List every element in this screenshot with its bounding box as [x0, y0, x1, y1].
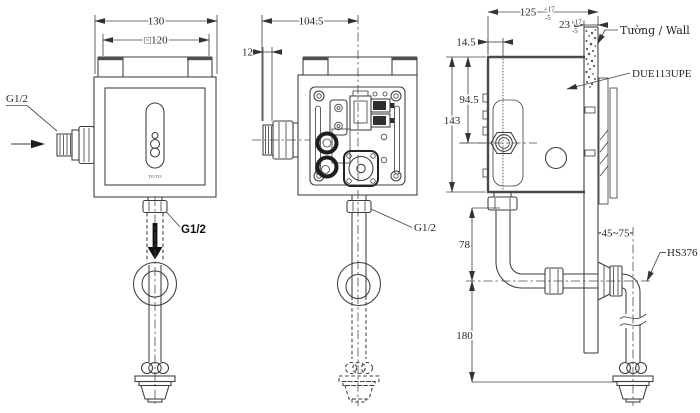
wall-label: Tường / Wall [620, 24, 690, 37]
side-dim-143: 143 [444, 115, 461, 127]
front-outlet: G1/2 [142, 197, 208, 260]
side-centerlines [466, 227, 652, 406]
internal-drop-pipe [336, 15, 382, 406]
front-dim-130: 130 [148, 16, 165, 28]
internal-outlet-flange [343, 150, 379, 187]
wall-section [583, 26, 618, 354]
side-outlet [487, 192, 518, 211]
internal-valve-seats [315, 128, 388, 179]
internal-view: 104.5 12 [240, 14, 438, 406]
connector-block [373, 116, 386, 125]
side-dim-spud-drop: 180 [455, 280, 617, 383]
side-dim-125: 125 [520, 7, 537, 19]
model-label: DUE113UPE [632, 68, 692, 80]
front-inlet-label: G1/2 [6, 93, 28, 105]
side-dim-23: 23 [559, 19, 571, 31]
front-cover-plate: TOTO [93, 76, 217, 198]
internal-corner-screws [313, 90, 402, 182]
internal-dim-12: 12 [242, 47, 253, 59]
pipe-label: HS376 [667, 247, 698, 259]
back-plate-edge [609, 87, 618, 199]
side-knockout-circle [544, 146, 568, 170]
internal-dim-width: 104.5 [261, 14, 359, 121]
side-dim-45-75: 45~75 [602, 228, 630, 240]
front-back-box [97, 56, 213, 77]
front-spreader [134, 361, 176, 403]
wall-stipple [585, 29, 597, 88]
side-dim-wall-thickness: 23 +17 -5 [557, 17, 608, 36]
side-dim-wall-distance: 125 +17 -5 [487, 5, 599, 55]
side-dim-180: 180 [456, 330, 473, 342]
side-dim-pipe-offset: 45~75 [597, 226, 634, 241]
internal-dim-depth: 12 [240, 45, 282, 121]
side-dim-14-5: 14.5 [456, 37, 476, 49]
side-dim-94-5: 94.5 [459, 94, 479, 106]
cover-plate-edge [598, 77, 609, 205]
front-dim-120: □120 [144, 35, 168, 47]
tol-plus: +17 [544, 7, 555, 14]
pipe-break-mark [619, 313, 647, 320]
front-drop-pipe [132, 197, 178, 406]
solenoid-valve [329, 90, 395, 136]
brand-logo: TOTO [148, 174, 162, 179]
connector-block [373, 101, 386, 110]
front-view: 130 □120 TOTO G1/2 [4, 14, 218, 406]
internal-spreader [338, 361, 380, 403]
internal-outlet: G1/2 [346, 195, 438, 236]
model-callout: DUE113UPE [566, 66, 693, 90]
tol-plus: +17 [571, 20, 582, 27]
flow-arrow [31, 139, 45, 149]
side-dim-body-height: 143 [442, 56, 486, 193]
side-dim-inlet-height: 94.5 [458, 56, 492, 144]
front-dim-cover-width: 130 [94, 14, 218, 74]
pipe-callout: HS376 [646, 245, 700, 282]
side-view: 125 +17 -5 23 +17 -5 14.5 94.5 [442, 5, 700, 406]
side-dim-rail-offset: 14.5 [455, 35, 513, 57]
wall-callout: Tường / Wall [597, 22, 692, 45]
internal-dim-104-5: 104.5 [299, 16, 324, 28]
pipe-break-mark [619, 320, 647, 327]
internal-escutcheon [336, 261, 382, 307]
front-inlet-fitting: G1/2 [4, 91, 95, 165]
side-dim-78: 78 [459, 239, 471, 251]
hs376-elbow-pipe [619, 273, 647, 362]
tol-minus: -5 [545, 15, 551, 22]
internal-outlet-label: G1/2 [414, 222, 436, 234]
front-dim-box-width: □120 [102, 33, 210, 56]
outlet-elbow-pipe [495, 210, 598, 295]
side-dim-outlet-drop: 78 [457, 207, 500, 282]
front-outlet-label: G1/2 [181, 224, 206, 236]
side-valve-body [459, 55, 585, 194]
internal-inlet-fitting [252, 120, 310, 160]
tol-minus: -5 [572, 28, 578, 35]
